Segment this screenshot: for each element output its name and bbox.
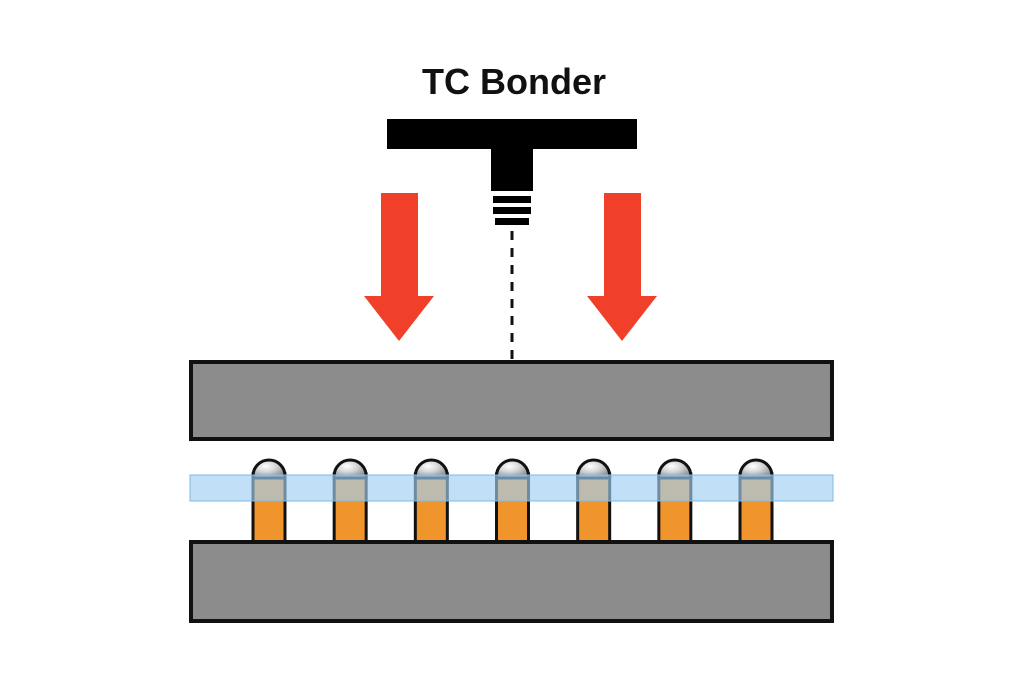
bond-head-stem [491, 149, 533, 191]
bottom-substrate [189, 540, 834, 623]
bond-head-crossbar [387, 119, 637, 149]
bond-head-tip-ring-1 [493, 196, 531, 203]
diagram-title: TC Bonder [422, 61, 606, 102]
down-arrow-icon-left [364, 193, 434, 341]
bond-head-tip-ring-2 [493, 207, 531, 214]
underfill-film [189, 474, 834, 502]
down-arrow-icon-right [587, 193, 657, 341]
top-die [189, 360, 834, 441]
bond-head-tip-ring-3 [495, 218, 529, 225]
bond-head [387, 119, 637, 362]
